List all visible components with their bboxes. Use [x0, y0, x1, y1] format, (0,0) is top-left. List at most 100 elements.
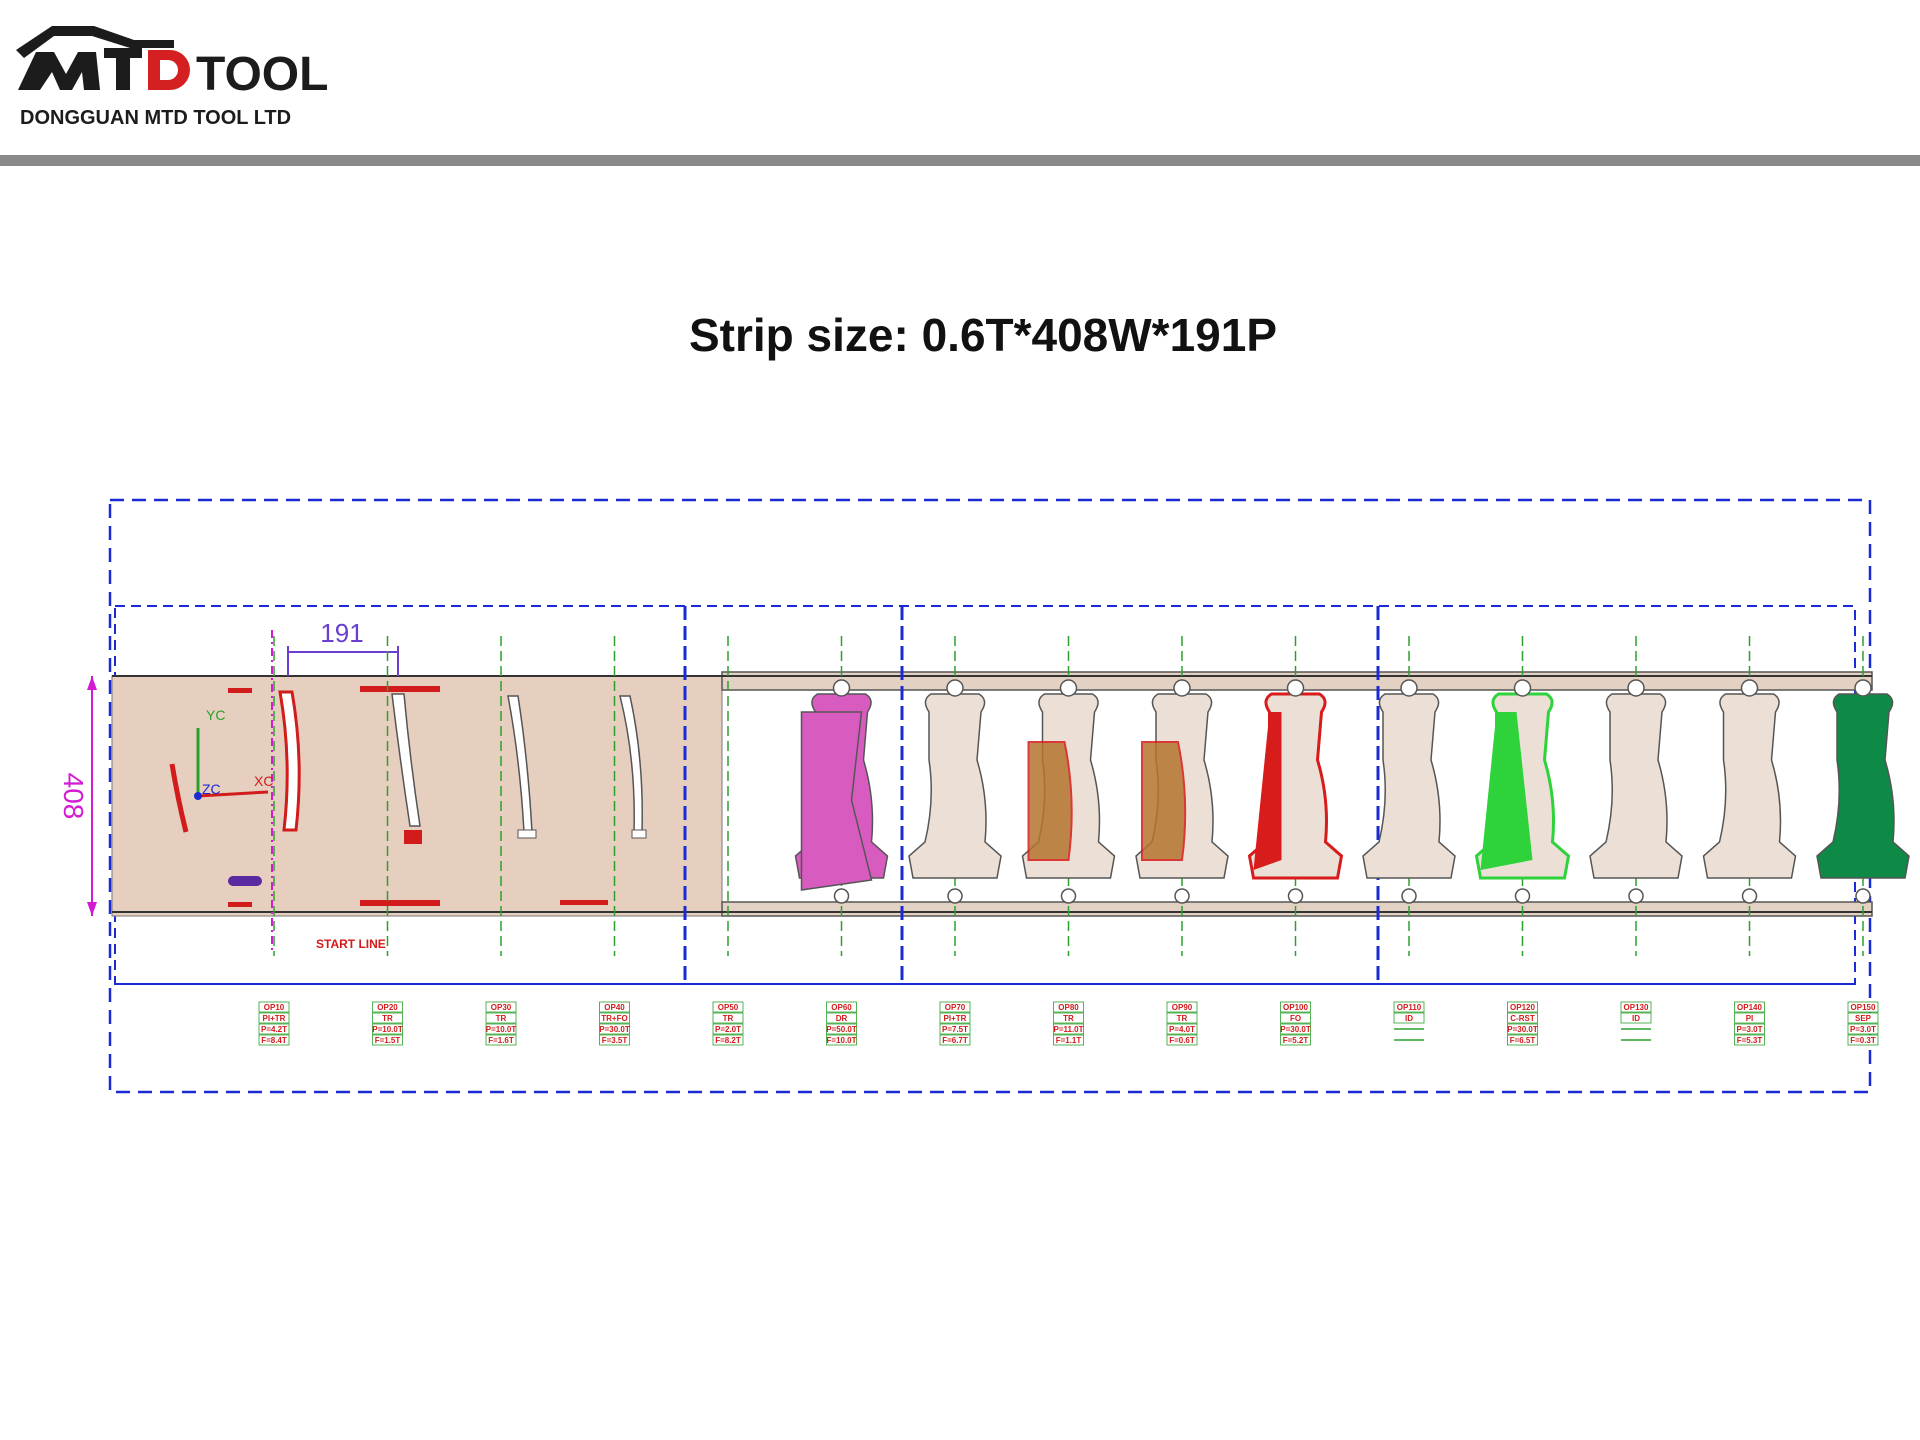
pilot-hook	[1740, 679, 1759, 697]
station-label-process: ID	[1632, 1014, 1640, 1023]
station-label-force: F=1.5T	[375, 1036, 401, 1045]
station-label-box	[599, 1023, 630, 1035]
station-label-box	[826, 1023, 857, 1035]
station-label-pressure: P=7.5T	[942, 1025, 968, 1034]
station-label-box	[1166, 1023, 1198, 1035]
station-label-force: F=1.1T	[1056, 1036, 1082, 1045]
pilot-hook	[833, 888, 850, 904]
station-label-process: PI	[1746, 1014, 1754, 1023]
formed-part	[1362, 693, 1456, 879]
station-label-pressure: P=30.0T	[1507, 1025, 1538, 1034]
station-label-box	[1847, 1034, 1879, 1046]
formed-part	[908, 693, 1002, 879]
station-label-op: OP120	[1510, 1003, 1535, 1012]
station-label-box	[485, 1012, 517, 1024]
station-label-box	[1166, 1012, 1198, 1024]
width-dimension-label: 408	[58, 773, 89, 820]
lower-carrier	[721, 901, 1873, 917]
station-label-box	[712, 1023, 744, 1035]
station-label-process: TR	[496, 1014, 507, 1023]
station-label-box	[372, 1034, 403, 1046]
station-label-box	[258, 1012, 290, 1024]
station-label-box	[939, 1023, 971, 1035]
station-label-op: OP50	[718, 1003, 739, 1012]
station-label-op: OP80	[1058, 1003, 1079, 1012]
trim-area	[1027, 741, 1073, 861]
pilot-hook	[832, 679, 851, 697]
station-label-box	[712, 1012, 744, 1024]
station-label-box	[258, 1034, 290, 1046]
station-label-box	[599, 1034, 630, 1046]
station-label-force: F=0.6T	[1169, 1036, 1195, 1045]
station-label-op: OP110	[1397, 1003, 1422, 1012]
pilot-hook	[1855, 888, 1871, 904]
station-label-process: PI+TR	[263, 1014, 286, 1023]
pilot-hook	[1400, 679, 1418, 697]
pilot-hook	[1173, 679, 1191, 697]
station-label-force: F=6.7T	[942, 1036, 968, 1045]
logo-tool-text: TOOL	[196, 48, 328, 101]
station-label-process: PI+TR	[944, 1014, 967, 1023]
station-label-box	[1166, 1034, 1198, 1046]
station-label-box	[1507, 1034, 1538, 1046]
station-label-box	[939, 1034, 971, 1046]
station-label-box	[1280, 1034, 1311, 1046]
station-label-pressure: P=11.0T	[1053, 1025, 1083, 1034]
station-label-box	[1734, 1012, 1765, 1024]
logo-roof-icon	[16, 26, 174, 58]
station-label-pressure: P=3.0T	[1850, 1025, 1876, 1034]
station-label-process: FO	[1290, 1014, 1301, 1023]
station-label-force: F=10.0T	[826, 1036, 856, 1045]
station-label-op: OP20	[377, 1003, 398, 1012]
pilot-hook	[1854, 679, 1872, 697]
station-label-box	[258, 1023, 290, 1035]
station-label-box	[939, 1012, 971, 1024]
station-label-pressure: P=4.0T	[1169, 1025, 1195, 1034]
station-label-box	[372, 1012, 403, 1024]
station-label-box	[1507, 1012, 1538, 1024]
station-label-force: F=8.4T	[261, 1036, 287, 1045]
formed-part	[1702, 693, 1797, 879]
station-label-pressure: P=10.0T	[372, 1025, 403, 1034]
station-label-force: F=3.5T	[602, 1036, 628, 1045]
station-label-force: F=0.3T	[1850, 1036, 1876, 1045]
station-label-box	[1734, 1001, 1765, 1013]
station-label-box	[1280, 1012, 1311, 1024]
station-label-op: OP150	[1851, 1003, 1876, 1012]
station-label-pressure: P=2.0T	[715, 1025, 741, 1034]
pilot-hook	[1401, 888, 1417, 904]
station-label-box	[485, 1023, 517, 1035]
station-label-process: TR	[723, 1014, 734, 1023]
station-label-box	[1507, 1023, 1538, 1035]
station-label-op: OP70	[945, 1003, 966, 1012]
station-label-box	[1393, 1012, 1425, 1024]
station-label-process: SEP	[1855, 1014, 1872, 1023]
pilot-hook	[1059, 679, 1078, 697]
station-label-process: TR	[1177, 1014, 1188, 1023]
station-label-box	[826, 1034, 857, 1046]
header: TOOL DONGGUAN MTD TOOL LTD	[0, 0, 1920, 166]
station-label-force: F=5.2T	[1283, 1036, 1309, 1045]
station-label-op: OP90	[1172, 1003, 1193, 1012]
station-label-box	[1053, 1023, 1084, 1035]
station-label-process: TR+FO	[601, 1014, 627, 1023]
trim-area	[1253, 712, 1282, 870]
axis-label-y: YC	[206, 707, 225, 723]
pilot-hook	[1741, 888, 1758, 904]
station-label-op: OP40	[604, 1003, 625, 1012]
station-label-force: F=8.2T	[715, 1036, 741, 1045]
station-label-op: OP140	[1737, 1003, 1762, 1012]
station-label-box	[1847, 1012, 1879, 1024]
pilot-hook	[1174, 888, 1190, 904]
station-label-box	[485, 1001, 517, 1013]
station-label-box	[1280, 1001, 1311, 1013]
station-label-box	[712, 1001, 744, 1013]
station-label-force: F=6.5T	[1510, 1036, 1536, 1045]
pilot-hook	[1628, 888, 1644, 904]
station-label-box	[258, 1001, 290, 1013]
station-label-op: OP60	[831, 1003, 852, 1012]
station-label-pressure: P=4.2T	[261, 1025, 287, 1034]
formed-part	[1816, 693, 1910, 879]
station-label-box	[1620, 1001, 1652, 1013]
station-label-box	[1280, 1023, 1311, 1035]
